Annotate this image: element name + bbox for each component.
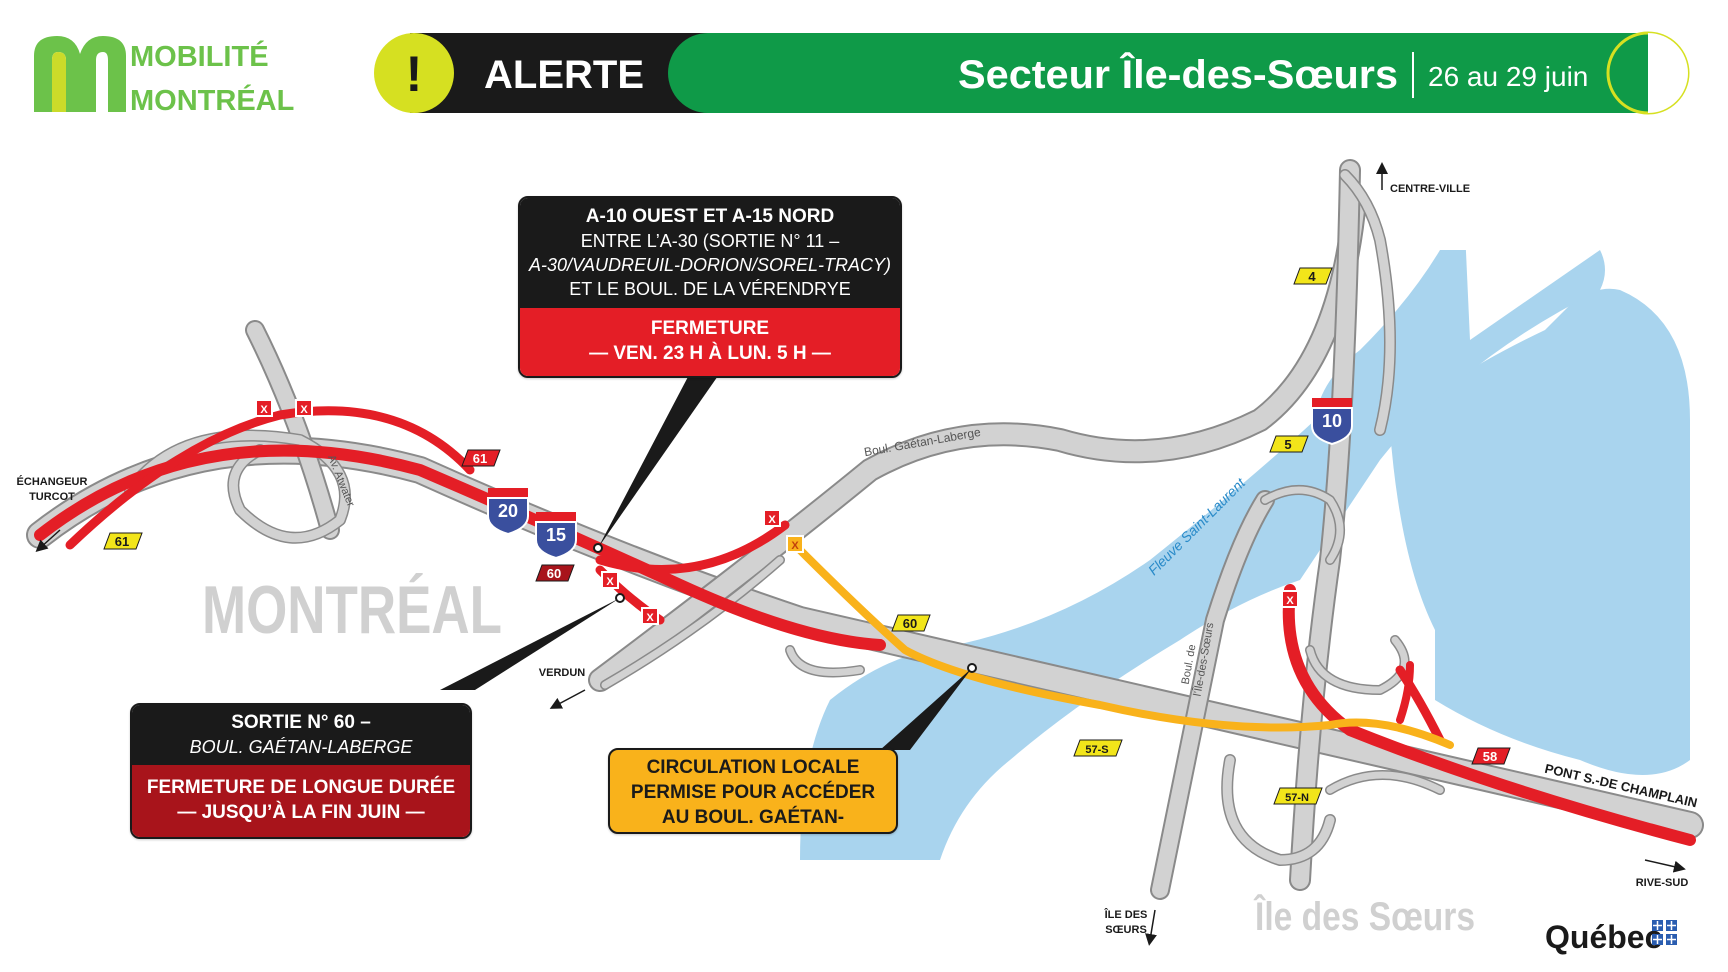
direction-arrows	[35, 162, 1686, 946]
closure-marker: X	[786, 535, 804, 553]
river-water	[800, 250, 1605, 860]
callout-exit-60-status: FERMETURE DE LONGUE DURÉE — JUSQU’À LA F…	[132, 765, 470, 837]
callout-line: AU BOUL. GAÉTAN-LABERGE	[661, 807, 845, 828]
date-range: 26 au 29 juin	[1428, 61, 1588, 92]
alert-icon: !	[406, 46, 423, 102]
svg-text:60: 60	[547, 566, 561, 581]
callout-line: PERMISE POUR ACCÉDER	[630, 782, 876, 803]
verdun-label: VERDUN	[539, 667, 586, 679]
exit-tag-61-yellow: 61	[103, 532, 143, 550]
svg-text:MOBILITÉ: MOBILITÉ	[130, 39, 269, 73]
exit-tag-61-red: 61	[461, 449, 501, 467]
river-water	[1390, 288, 1690, 775]
echangeur-label: ÉCHANGEUR	[17, 475, 88, 488]
svg-text:61: 61	[115, 534, 129, 549]
svg-text:20: 20	[498, 501, 518, 521]
exit-tag-58: 58	[1471, 747, 1511, 765]
callout-line: BOUL. GAÉTAN-LABERGE	[189, 737, 413, 757]
callout-title: SORTIE N° 60 –	[231, 712, 371, 733]
closure-marker: X	[255, 399, 273, 417]
callout-exit-60: SORTIE N° 60 – BOUL. GAÉTAN-LABERGE FERM…	[130, 703, 472, 839]
callout-closure-a10: A-10 OUEST ET A-15 NORD ENTRE L’A-30 (SO…	[518, 196, 902, 378]
centre-ville-label: CENTRE-VILLE	[1390, 183, 1470, 195]
callout-line: CIRCULATION LOCALE	[646, 757, 860, 778]
svg-text:X: X	[300, 404, 308, 416]
ile-des-soeurs-dir-label: ÎLE DES	[1104, 908, 1148, 921]
exit-tag-5: 5	[1269, 435, 1309, 453]
banner-end-circle	[1648, 33, 1688, 113]
exit-tag-57n: 57-N	[1273, 787, 1323, 805]
shield-a20: 20	[487, 488, 529, 536]
callout-line: ET LE BOUL. DE LA VÉRENDRYE	[569, 279, 851, 299]
mobilite-montreal-logo: MOBILITÉ MONTRÉAL	[34, 36, 294, 117]
quebec-logo: Québec	[1545, 919, 1677, 955]
ile-des-soeurs-label: Île des Sœurs	[1253, 893, 1475, 939]
svg-text:X: X	[791, 540, 799, 552]
svg-text:5: 5	[1284, 437, 1291, 452]
callout-line: ENTRE L’A-30 (SORTIE N° 11 –	[580, 231, 840, 251]
sector-title: Secteur Île-des-Sœurs	[958, 51, 1398, 97]
closure-marker: X	[641, 607, 659, 625]
exit-tag-4: 4	[1293, 267, 1333, 285]
shield-a15: 15	[535, 512, 577, 560]
shield-a10: 10	[1311, 398, 1353, 446]
svg-text:10: 10	[1322, 411, 1342, 431]
svg-text:60: 60	[903, 616, 917, 631]
svg-text:57-S: 57-S	[1085, 744, 1108, 756]
turcot-label: TURCOT	[29, 491, 75, 503]
svg-text:57-N: 57-N	[1285, 792, 1309, 804]
highway-shields: 20 15 10	[487, 398, 1353, 560]
closure-markers: X X X X X X X	[255, 399, 1299, 625]
callout-title: A-10 OUEST ET A-15 NORD	[585, 206, 835, 227]
svg-text:X: X	[646, 612, 654, 624]
svg-text:X: X	[260, 404, 268, 416]
exit-tags: 61 61 60 60 4 5 57-S 57-N 58	[103, 267, 1511, 805]
closure-period: — VEN. 23 H À LUN. 5 H —	[589, 343, 831, 364]
svg-text:58: 58	[1483, 749, 1497, 764]
closure-status: FERMETURE DE LONGUE DURÉE	[146, 777, 456, 798]
callout-closure-a10-status: FERMETURE — VEN. 23 H À LUN. 5 H —	[520, 308, 900, 376]
svg-text:X: X	[768, 514, 776, 526]
svg-text:4: 4	[1308, 269, 1316, 284]
closure-marker: X	[1281, 590, 1299, 608]
closure-marker: X	[601, 571, 619, 589]
callout-closure-a10-header: A-10 OUEST ET A-15 NORD ENTRE L’A-30 (SO…	[520, 198, 900, 308]
exit-tag-60-red: 60	[535, 564, 575, 582]
closure-status: FERMETURE	[650, 318, 770, 339]
local-circulation-route	[791, 541, 1454, 749]
exit-tag-57s: 57-S	[1073, 739, 1123, 757]
river-water	[1465, 147, 1605, 340]
alert-banner-green	[668, 33, 1688, 113]
header: MOBILITÉ MONTRÉAL ! ALERTE Secteur Île-d…	[34, 31, 1690, 117]
closure-marker: X	[295, 399, 313, 417]
svg-text:X: X	[606, 576, 614, 588]
exit-tag-60-yellow: 60	[891, 614, 931, 632]
svg-text:X: X	[1286, 595, 1294, 607]
rive-sud-label: RIVE-SUD	[1636, 877, 1689, 889]
closure-marker: X	[763, 509, 781, 527]
ile-des-soeurs-dir-label: SŒURS	[1105, 924, 1147, 936]
alert-label: ALERTE	[484, 53, 644, 97]
montreal-label: MONTRÉAL	[202, 572, 502, 648]
svg-text:61: 61	[473, 451, 487, 466]
closure-period: — JUSQU’À LA FIN JUIN —	[177, 802, 425, 823]
callout-exit-60-header: SORTIE N° 60 – BOUL. GAÉTAN-LABERGE	[132, 705, 470, 765]
svg-text:15: 15	[546, 525, 566, 545]
callout-line: A-30/VAUDREUIL-DORION/SOREL-TRACY)	[528, 255, 892, 275]
alert-icon-bg	[374, 33, 454, 113]
callout-pointers	[440, 373, 977, 750]
svg-text:MONTRÉAL: MONTRÉAL	[130, 83, 294, 117]
callout-local-circulation: CIRCULATION LOCALE PERMISE POUR ACCÉDER …	[608, 748, 898, 834]
svg-text:Québec: Québec	[1545, 919, 1662, 955]
